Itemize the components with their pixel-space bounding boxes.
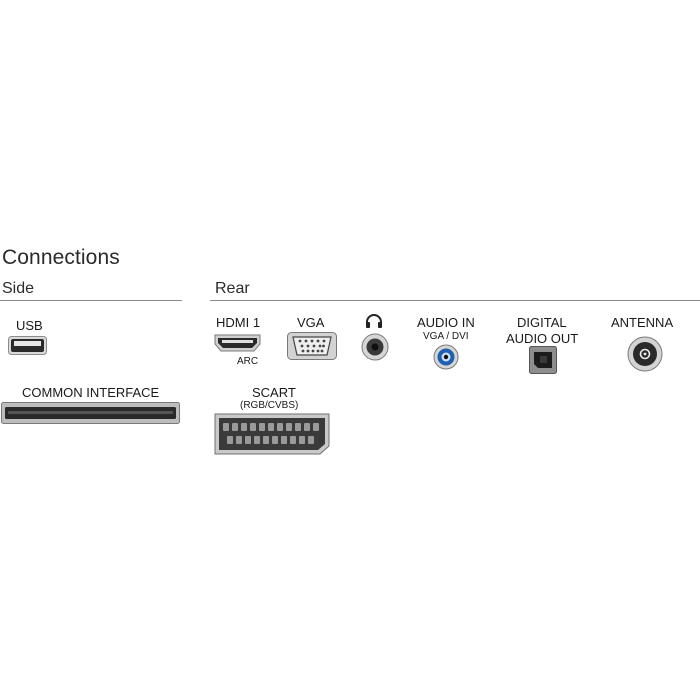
vga-label: VGA (297, 315, 325, 330)
scart-sub-label: (RGB/CVBS) (240, 400, 299, 411)
common-interface-label: COMMON INTERFACE (22, 385, 160, 400)
page-title: Connections (2, 246, 120, 269)
hdmi-port-icon (214, 334, 262, 352)
scart-label: SCART (252, 385, 296, 400)
scart-port-icon (214, 413, 330, 455)
rear-section-title: Rear (215, 280, 250, 297)
vga-port-icon (287, 332, 337, 360)
digital-label-line2: AUDIO OUT (506, 331, 579, 346)
headphone-icon (365, 313, 383, 329)
digital-label-line1: DIGITAL (517, 315, 567, 330)
optical-port-icon (529, 346, 557, 374)
side-section-title: Side (2, 280, 35, 297)
rear-divider (210, 300, 700, 301)
usb-port-icon (8, 336, 48, 356)
antenna-label: ANTENNA (611, 315, 674, 330)
audio-in-sub-label: VGA / DVI (423, 331, 469, 342)
antenna-port-icon (627, 336, 663, 372)
side-divider (0, 300, 182, 301)
hdmi-label: HDMI 1 (216, 315, 261, 330)
headphone-jack-icon (361, 333, 389, 361)
usb-label: USB (16, 318, 43, 333)
audio-in-jack-icon (433, 344, 459, 370)
audio-in-label: AUDIO IN (417, 315, 475, 330)
hdmi-arc-label: ARC (237, 356, 259, 367)
common-interface-slot-icon (1, 402, 181, 424)
